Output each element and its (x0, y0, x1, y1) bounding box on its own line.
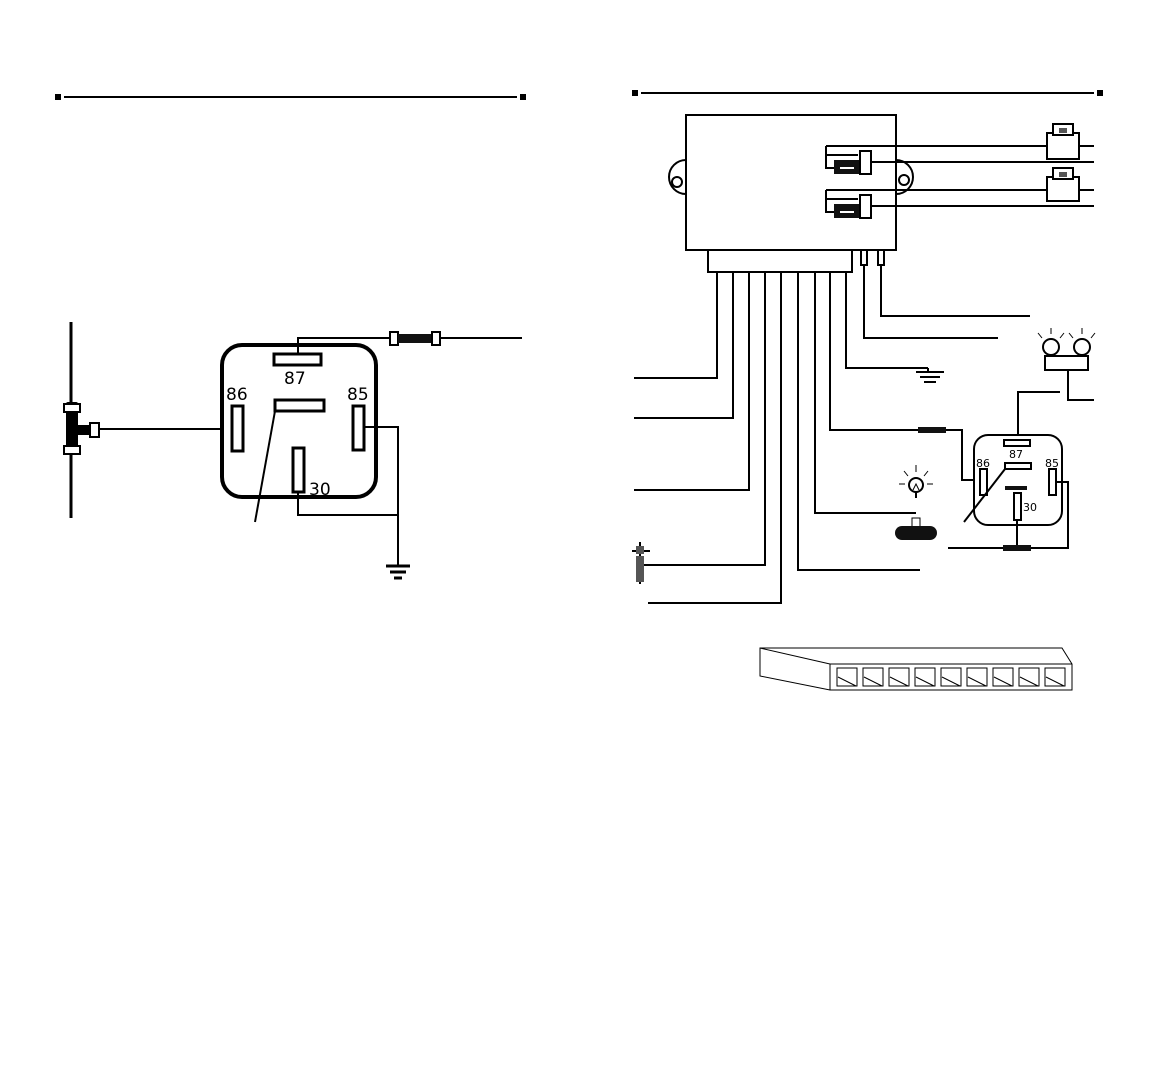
connector-cell (863, 668, 883, 686)
door-switch-icon (1047, 168, 1079, 201)
relay-icon: 87 86 85 30 (974, 435, 1062, 525)
pin-85-label: 85 (347, 385, 369, 405)
wire-30-junction (1003, 545, 1031, 551)
t-connector-icon (64, 322, 99, 518)
pin-30-label: 30 (1023, 501, 1037, 514)
pin-86-terminal (232, 406, 243, 451)
harness-wire-1 (634, 272, 717, 378)
connector-cell (993, 668, 1013, 686)
control-unit-icon (669, 115, 913, 272)
pin-86-terminal (980, 469, 987, 495)
pin-85-label: 85 (1045, 457, 1059, 470)
pin-87-label: 87 (284, 369, 306, 389)
pin-86-label: 86 (226, 385, 248, 405)
connector-cell (941, 668, 961, 686)
pin-87-terminal (1004, 440, 1030, 446)
fuse-icon (918, 427, 946, 433)
harness-wire-5 (648, 272, 781, 603)
relay-icon: 87 86 85 30 (222, 345, 376, 500)
fuse-icon (390, 332, 440, 345)
harness-wire-9 (846, 272, 928, 368)
wire-lamps-to-87 (1018, 392, 1060, 440)
right-header-rule (632, 90, 1103, 96)
control-unit-spade-1 (861, 250, 867, 265)
control-unit-spade-2 (878, 250, 884, 265)
lamp-icon (1038, 328, 1095, 370)
connector-cell (1019, 668, 1039, 686)
push-button-icon (895, 518, 937, 540)
connector-cell (889, 668, 909, 686)
door-switch-icon (1047, 124, 1079, 159)
harness-wire-3 (634, 272, 749, 490)
lamp-icon (899, 465, 933, 498)
wire-spade2 (881, 265, 1030, 316)
probe-icon (632, 542, 650, 584)
connector-strip-icon (760, 648, 1072, 690)
pin-85-terminal (1049, 469, 1056, 495)
control-unit-connector-block (708, 250, 852, 272)
pin-87a-terminal (275, 400, 324, 411)
right-panel: 87 86 85 30 (632, 90, 1103, 690)
pin-87-label: 87 (1009, 448, 1023, 461)
connector-cell (1045, 668, 1065, 686)
left-panel: 87 86 85 30 (55, 94, 526, 578)
pin-30-terminal (293, 448, 304, 492)
pin-87a-terminal (1005, 463, 1031, 469)
ground-icon (386, 566, 410, 578)
left-header-rule (55, 94, 526, 100)
pin-85-terminal (353, 406, 364, 450)
pin-30-label: 30 (309, 480, 331, 500)
connector-cell (837, 668, 857, 686)
pin-87-terminal (274, 354, 321, 365)
wire-spade1 (864, 265, 998, 338)
pin-30-terminal (1014, 493, 1021, 520)
pin-86-label: 86 (976, 457, 990, 470)
harness-wire-2 (634, 272, 733, 418)
connector-cell (967, 668, 987, 686)
harness-wire-8 (830, 272, 920, 430)
connector-cell (915, 668, 935, 686)
wire-lamps-out (1068, 370, 1094, 400)
ground-icon (916, 368, 944, 382)
